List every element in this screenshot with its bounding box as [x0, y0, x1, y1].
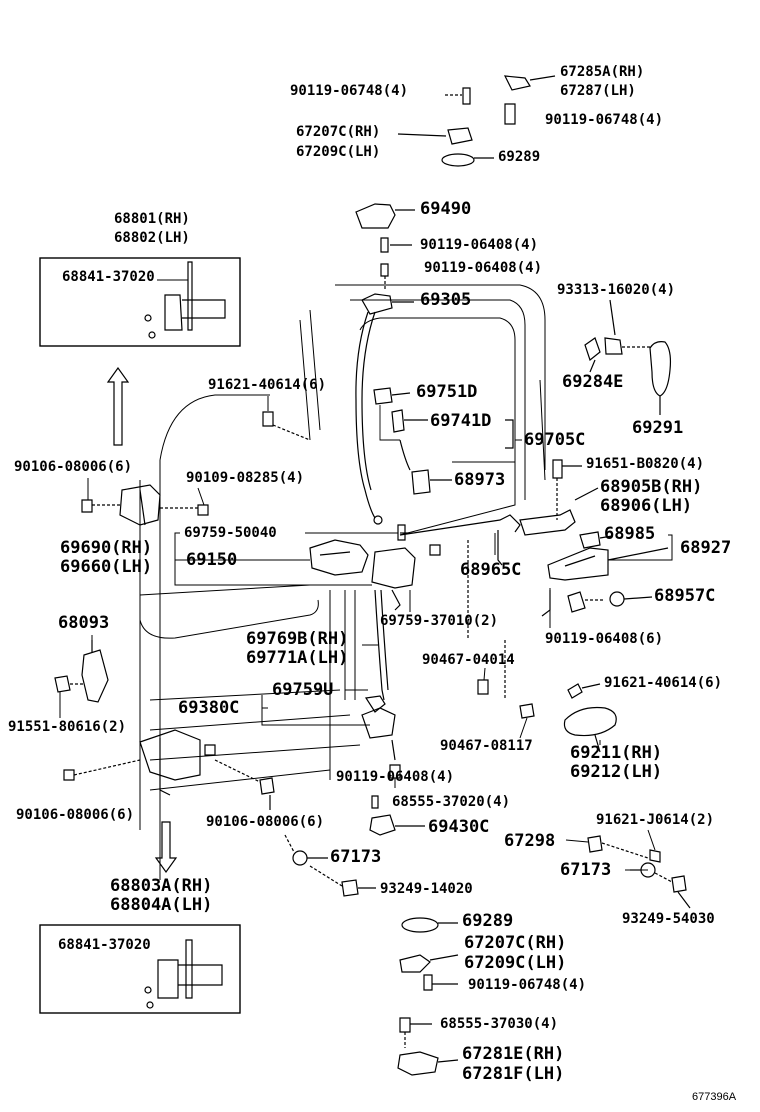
part-69759-37010: 69759-37010(2): [380, 613, 499, 629]
part-68555-37020: 68555-37020(4): [392, 794, 511, 810]
left-parts: [54, 411, 311, 810]
part-69741d: 69741D: [430, 411, 492, 431]
part-90106-08006-upper: 90106-08006(6): [14, 459, 133, 475]
part-69289-bottom: 69289: [462, 911, 514, 931]
part-69430c: 69430C: [428, 817, 490, 837]
part-91651-b0820: 91651-B0820(4): [586, 456, 705, 472]
part-69150: 69150: [186, 550, 238, 570]
part-68841-top: 68841-37020: [62, 269, 155, 285]
part-69212: 69212(LH): [570, 762, 663, 782]
part-90119-06748-right: 90119-06748(4): [545, 112, 664, 128]
part-69759-50040: 69759-50040: [184, 525, 277, 541]
part-67287: 67287(LH): [560, 83, 636, 99]
part-93249-14020: 93249-14020: [380, 881, 473, 897]
part-90119-06748-bottom: 90119-06748(4): [468, 977, 587, 993]
part-68803a: 68803A(RH): [110, 876, 213, 896]
part-90119-06748-top: 90119-06748(4): [290, 83, 409, 99]
part-68905b: 68905B(RH): [600, 477, 703, 497]
part-90467-08117: 90467-08117: [440, 738, 533, 754]
part-68802: 68802(LH): [114, 230, 190, 246]
part-67209c-top: 67209C(LH): [296, 144, 381, 160]
part-91621-40614-lower: 91621-40614(6): [604, 675, 723, 691]
part-67173-right: 67173: [560, 860, 612, 880]
up-arrow-icon: [106, 366, 130, 446]
part-69769b: 69769B(RH): [246, 629, 349, 649]
part-67209c-bottom: 67209C(LH): [464, 953, 567, 973]
part-69490: 69490: [420, 199, 472, 219]
part-69705c: 69705C: [524, 430, 586, 450]
part-68957c: 68957C: [654, 586, 716, 606]
upper-latch-parts: [355, 203, 415, 525]
part-68555-37030: 68555-37030(4): [440, 1016, 559, 1032]
leader-lines: [59, 396, 673, 871]
part-91551: 91551-80616(2): [8, 719, 127, 735]
part-90106-08006-left: 90106-08006(6): [16, 807, 135, 823]
top-parts: [397, 75, 556, 167]
part-69305: 69305: [420, 290, 472, 310]
part-68927: 68927: [680, 538, 732, 558]
lower-hinge-inset: [39, 924, 241, 1014]
part-68965c: 68965C: [460, 560, 522, 580]
part-90109-08285: 90109-08285(4): [186, 470, 305, 486]
part-67298: 67298: [504, 831, 556, 851]
part-67173-left: 67173: [330, 847, 382, 867]
part-67281e: 67281E(RH): [462, 1044, 565, 1064]
part-69380c: 69380C: [178, 698, 240, 718]
part-68973: 68973: [454, 470, 506, 490]
part-93249-54030: 93249-54030: [622, 911, 715, 927]
part-69690: 69690(RH): [60, 538, 153, 558]
upper-hinge-drawing: [144, 261, 226, 339]
part-91621-40614-upper: 91621-40614(6): [208, 377, 327, 393]
part-68804a: 68804A(LH): [110, 895, 213, 915]
part-68985: 68985: [604, 524, 656, 544]
part-69759u: 69759U: [272, 680, 334, 700]
part-69751d: 69751D: [416, 382, 478, 402]
part-67281f: 67281F(LH): [462, 1064, 565, 1084]
part-91621-j0614: 91621-J0614(2): [596, 812, 715, 828]
part-68093: 68093: [58, 613, 110, 633]
part-90119-06408-d: 90119-06408(4): [336, 769, 455, 785]
upper-hinge-inset: [39, 257, 241, 347]
central-latch: [309, 514, 535, 779]
part-69284e: 69284E: [562, 372, 624, 392]
part-90467-04014: 90467-04014: [422, 652, 515, 668]
rod-parts: [373, 387, 514, 495]
part-67207c-top: 67207C(RH): [296, 124, 381, 140]
part-69211: 69211(RH): [570, 743, 663, 763]
part-90106-08006-mid: 90106-08006(6): [206, 814, 325, 830]
down-arrow-icon: [154, 821, 178, 874]
part-93313: 93313-16020(4): [557, 282, 676, 298]
part-90119-06408-a: 90119-06408(4): [420, 237, 539, 253]
diagram-reference-code: 677396A: [692, 1091, 737, 1103]
part-67207c-bottom: 67207C(RH): [464, 933, 567, 953]
part-67285a: 67285A(RH): [560, 64, 645, 80]
part-69291: 69291: [632, 418, 684, 438]
part-68906: 68906(LH): [600, 496, 693, 516]
part-69289-top: 69289: [498, 149, 541, 165]
part-69771a: 69771A(LH): [246, 648, 349, 668]
part-68801: 68801(RH): [114, 211, 190, 227]
part-90119-06408-b: 90119-06408(4): [424, 260, 543, 276]
lower-hinge-drawing: [144, 939, 223, 1009]
part-69660: 69660(LH): [60, 557, 153, 577]
part-68841-bottom: 68841-37020: [58, 937, 151, 953]
part-90119-06408-c: 90119-06408(6): [545, 631, 664, 647]
